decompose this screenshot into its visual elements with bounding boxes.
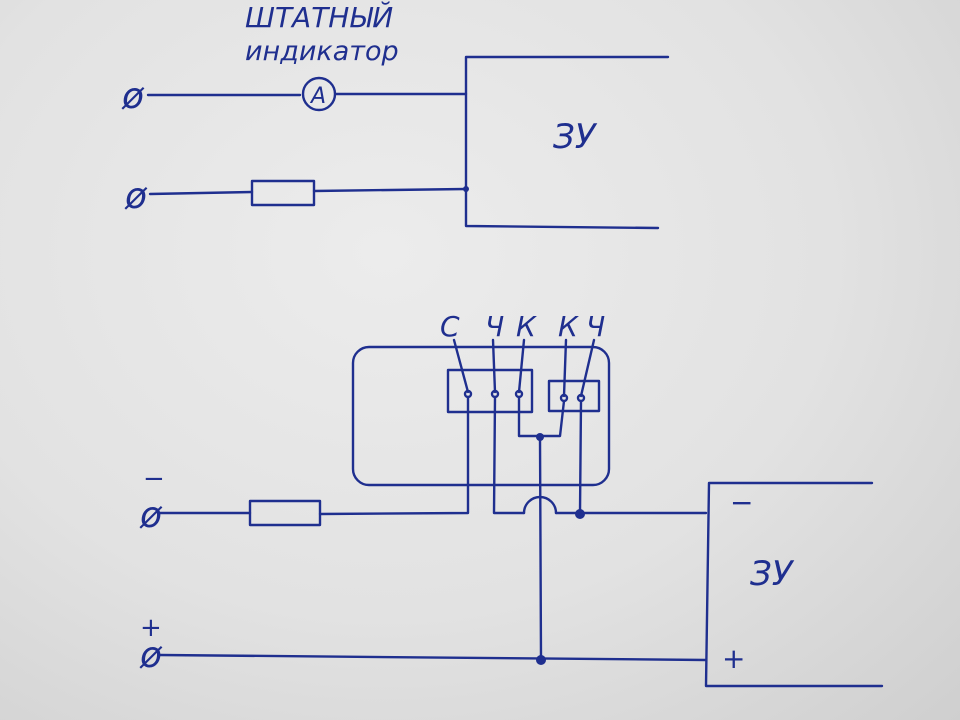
charger-minus-sign: − <box>730 486 753 519</box>
wire-top-2b <box>312 187 468 193</box>
minus-sign: − <box>143 464 165 494</box>
wire-top-2a <box>148 190 254 196</box>
junction-ch <box>575 509 585 519</box>
pin-label-k-2: К <box>558 310 579 343</box>
pin-label-ch-2: Ч <box>586 310 605 343</box>
leader-ch-1 <box>491 338 497 394</box>
fuse-top <box>250 179 316 207</box>
leader-c <box>452 338 470 394</box>
device-housing <box>351 345 611 487</box>
wire-crossover-hop <box>522 495 558 515</box>
connector-3pin <box>446 368 534 414</box>
charger-box-bottom <box>704 481 884 688</box>
fuse-bottom <box>248 499 322 527</box>
charger-plus-sign: + <box>722 642 745 675</box>
terminal-minus: ø <box>139 495 163 536</box>
ammeter-label: A <box>309 84 326 109</box>
wire-plus <box>158 653 708 662</box>
leader-ch-2 <box>579 338 596 398</box>
indicator-label-line1: ШТАТНЫЙ <box>245 0 393 34</box>
pin-label-k-1: К <box>516 310 537 343</box>
terminal-top-2: ø <box>124 176 148 217</box>
pin-label-c: С <box>440 310 460 343</box>
plus-sign: + <box>140 613 162 643</box>
wire-k-to-plus <box>538 435 543 662</box>
charger-label-bottom: ЗУ <box>750 554 795 594</box>
wire-ch2-down <box>578 399 583 515</box>
junction-plus <box>536 655 546 665</box>
charger-box-top <box>464 55 670 230</box>
wire-ch1-down <box>492 395 526 515</box>
top-circuit: ШТАТНЫЙ индикатор ø A ø ЗУ <box>121 0 670 230</box>
charger-label-top: ЗУ <box>553 117 598 157</box>
connector-2pin <box>547 379 601 413</box>
leader-k-2 <box>562 338 568 398</box>
indicator-label-line2: индикатор <box>245 36 399 67</box>
bottom-circuit: С Ч К К Ч − ø <box>139 310 884 688</box>
terminal-top-1: ø <box>121 76 145 117</box>
leader-k-1 <box>517 338 526 394</box>
wire-c-to-minus <box>318 395 470 516</box>
pin-label-ch-1: Ч <box>485 310 504 343</box>
wire-k-bridge <box>517 395 566 438</box>
